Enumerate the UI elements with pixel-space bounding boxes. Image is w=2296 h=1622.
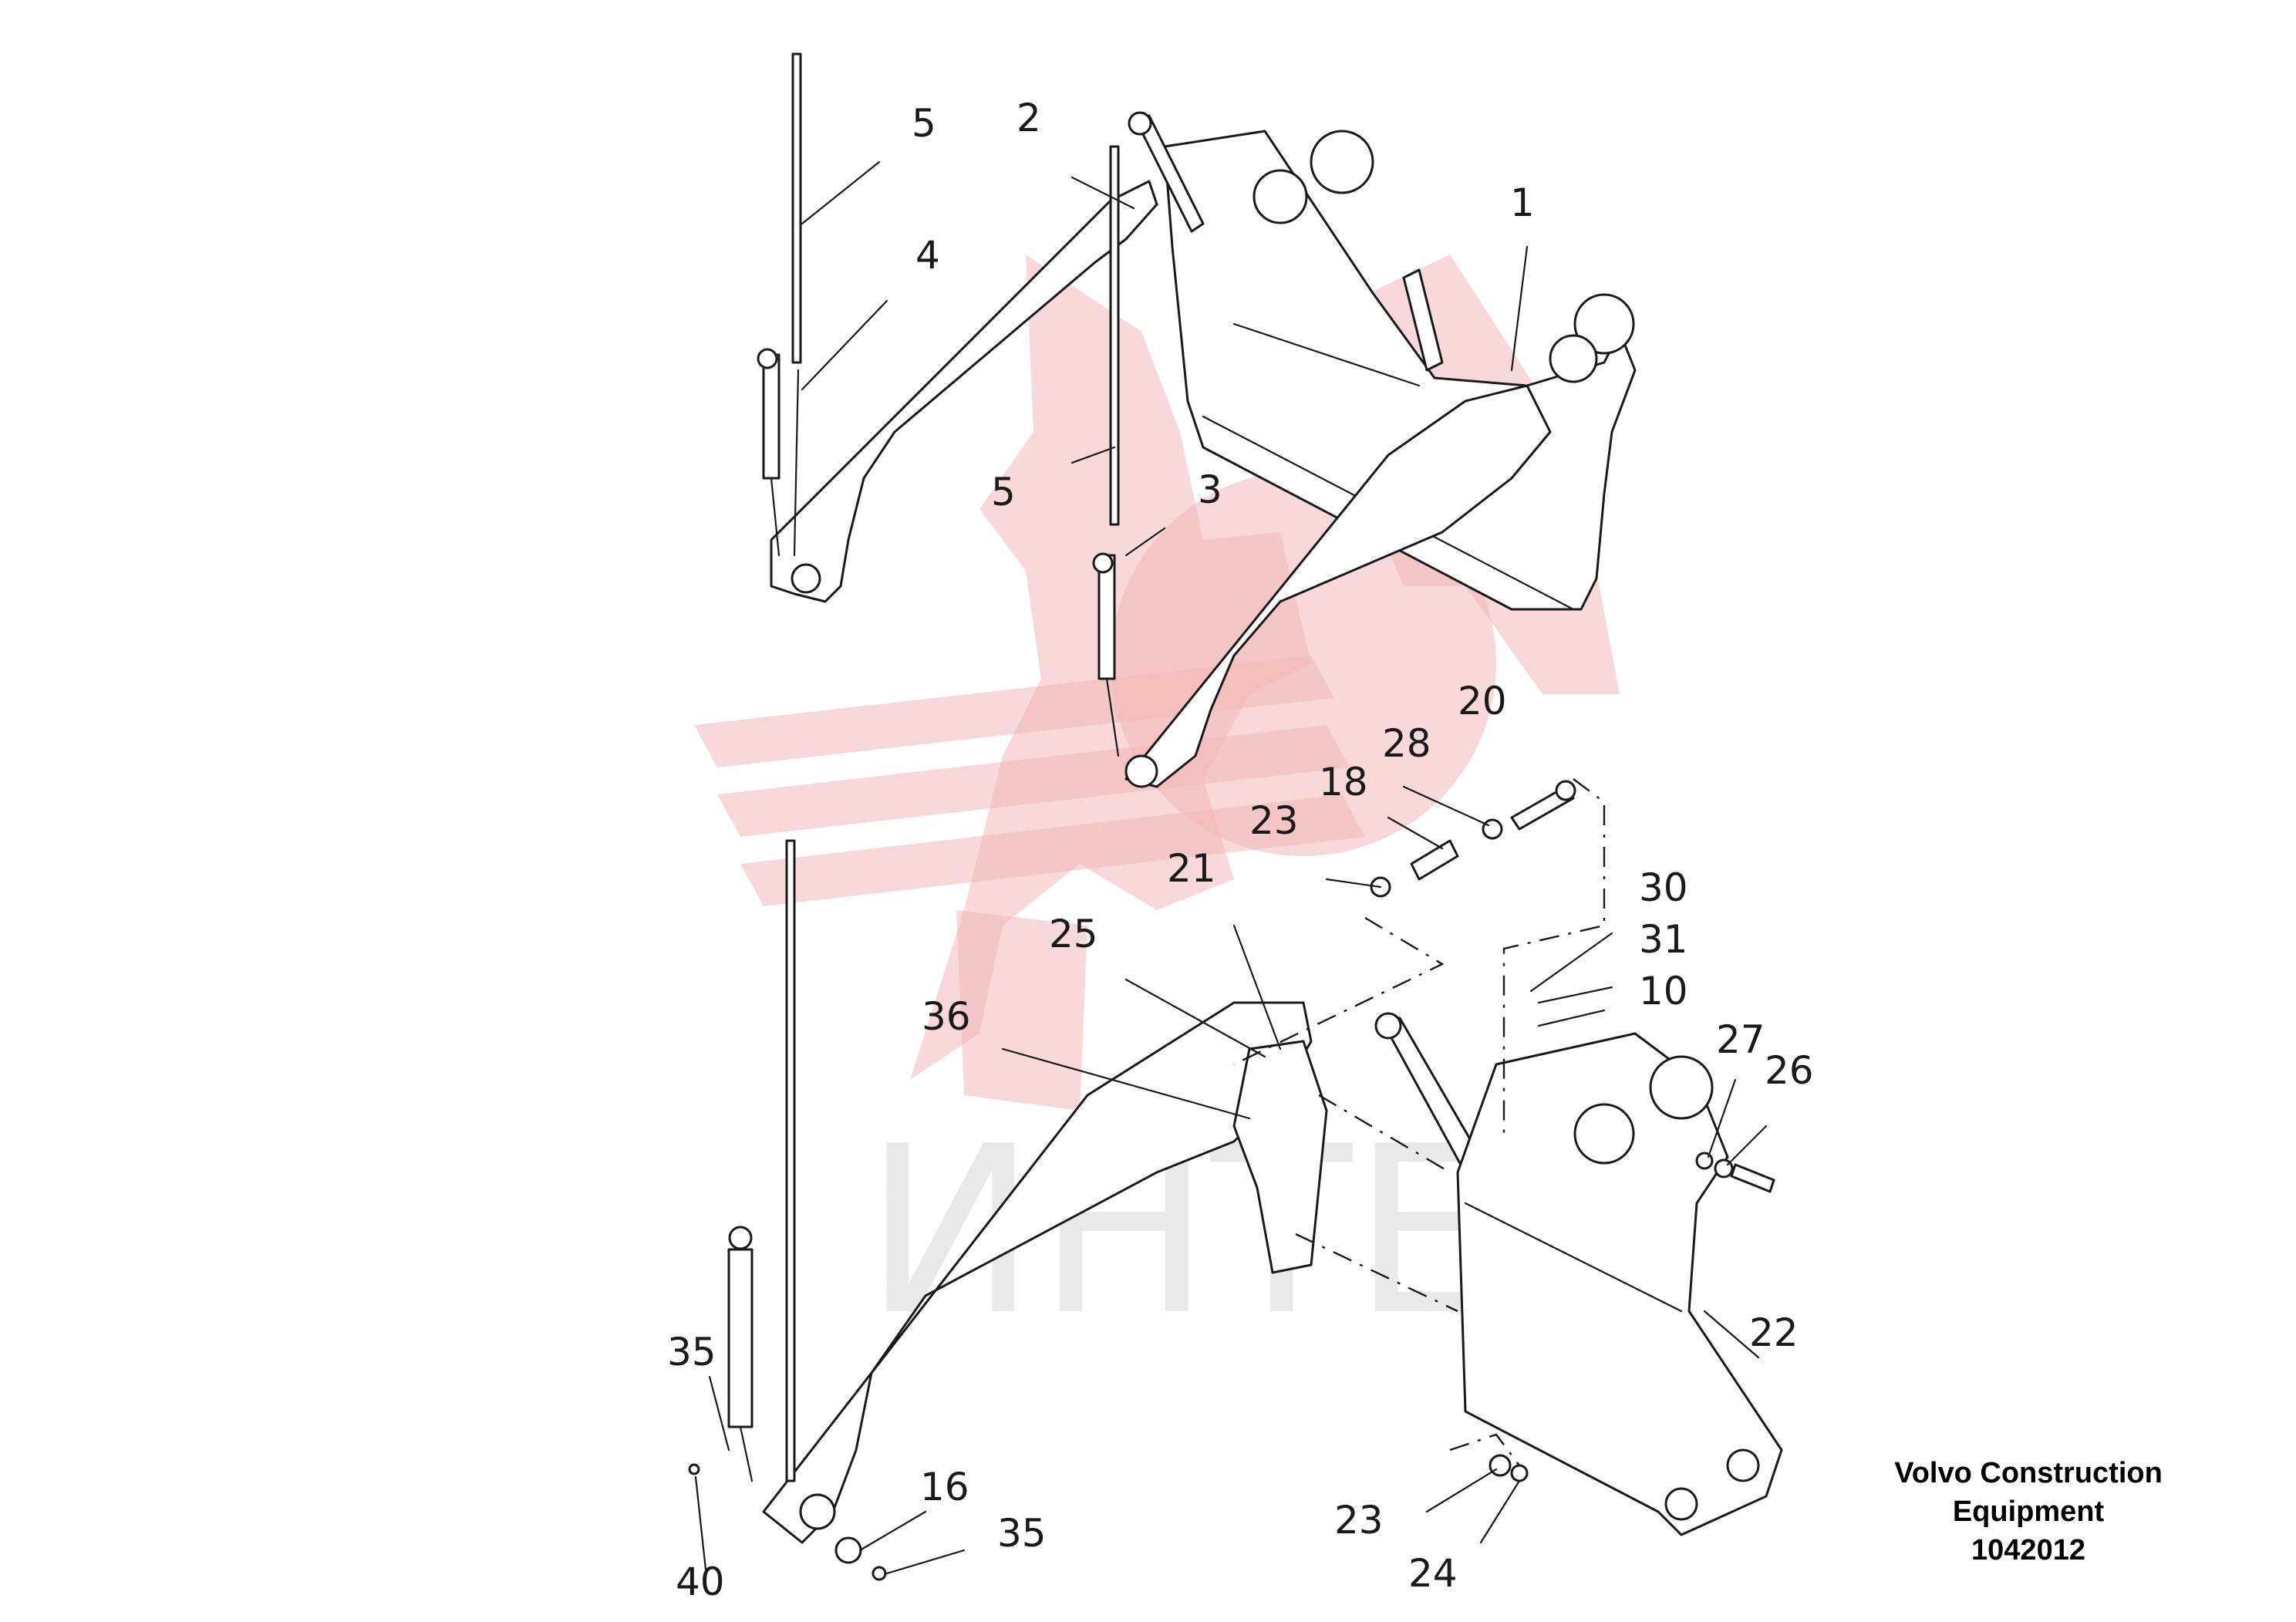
callout-label: 23 [1249, 798, 1299, 843]
callout-label: 30 [1639, 865, 1688, 910]
credit-line-1: Volvo Construction [1894, 1457, 2163, 1489]
credit-line-2: Equipment [1952, 1496, 2105, 1528]
callout-label: 18 [1319, 760, 1368, 804]
assembly-lines [1233, 778, 1606, 1466]
callout-label: 22 [1749, 1310, 1799, 1355]
front-frame-upper [1163, 130, 1637, 611]
lift-arm-bottom [762, 1001, 1328, 1544]
leader-lines [694, 160, 1768, 1575]
callout-label: 40 [676, 1560, 725, 1604]
hardware-items [688, 780, 1775, 1581]
callout-label: 5 [991, 470, 1016, 514]
callout-label: 1 [1510, 180, 1535, 225]
lift-arm-lower [1124, 384, 1552, 788]
callout-label: 26 [1765, 1048, 1814, 1093]
callout-label: 28 [1382, 721, 1431, 766]
callout-labels: 5 2 4 1 5 3 20 28 18 23 21 30 25 31 10 3… [667, 96, 1814, 1604]
callout-label: 2 [1017, 96, 1041, 140]
callout-label: 20 [1458, 679, 1507, 723]
callout-label: 10 [1639, 969, 1688, 1013]
publisher-credit: Volvo Construction Equipment 1042012 [1836, 1454, 2221, 1570]
callout-label: 21 [1167, 846, 1216, 891]
callout-label: 35 [997, 1511, 1047, 1556]
callout-label: 4 [915, 233, 940, 278]
callout-label: 3 [1198, 467, 1222, 512]
lift-arm-upper [770, 180, 1158, 603]
credit-code: 1042012 [1971, 1534, 2085, 1566]
callout-label: 16 [920, 1465, 969, 1509]
callout-label: 31 [1639, 917, 1688, 962]
callout-label: 27 [1716, 1017, 1765, 1062]
callout-label: 35 [667, 1330, 716, 1374]
callout-label: 25 [1049, 912, 1098, 956]
cylinders-upper [757, 52, 1444, 757]
callout-label: 24 [1408, 1551, 1458, 1596]
callout-label: 23 [1334, 1498, 1384, 1543]
callout-label: 36 [922, 994, 971, 1039]
callout-label: 5 [912, 101, 936, 146]
